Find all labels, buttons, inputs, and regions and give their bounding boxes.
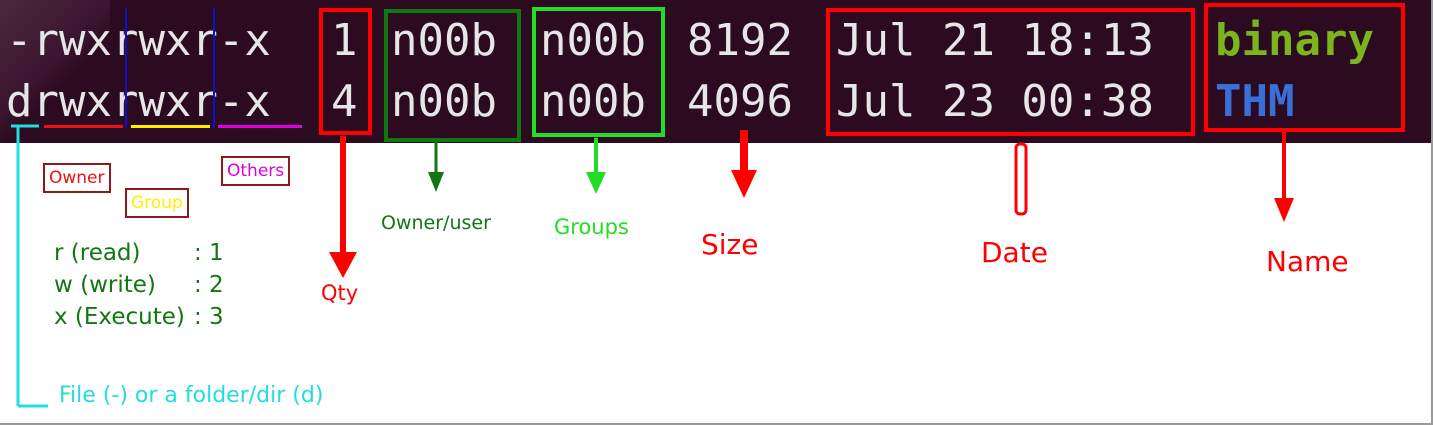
- date-marker: [1014, 142, 1028, 216]
- group-highlight-box: [532, 7, 665, 137]
- name-highlight-box: [1204, 3, 1405, 132]
- date-row-1: Jul 21 18:13: [836, 15, 1154, 66]
- owner-row-1: n00b: [391, 15, 497, 66]
- name-label: Name: [1266, 245, 1349, 278]
- size-arrow: [731, 130, 757, 198]
- date-row-2: Jul 23 00:38: [836, 76, 1154, 127]
- perm-divider-group-others: [213, 8, 215, 128]
- name-row-2: THM: [1215, 76, 1295, 127]
- legend-key-write: w (write): [54, 272, 156, 298]
- owner-perm-underline: [44, 125, 123, 128]
- perm-divider-owner-group: [125, 8, 127, 128]
- legend-key-read: r (read): [54, 240, 141, 266]
- legend-value-write: : 2: [194, 272, 224, 298]
- owner-arrow: [428, 142, 444, 192]
- groups-label: Groups: [554, 215, 629, 239]
- terminal-shading: [0, 0, 110, 143]
- legend-value-read: : 1: [194, 240, 224, 266]
- qty-label: Qty: [321, 281, 359, 305]
- permissions-row-1: -rwxrwxr-x: [6, 15, 271, 66]
- owner-user-label: Owner/user: [381, 212, 491, 234]
- group-perm-underline: [131, 125, 210, 128]
- owner-perm-label: Owner: [43, 163, 111, 193]
- legend-row-read: r (read) : 1: [54, 237, 224, 269]
- group-row-1: n00b: [540, 15, 646, 66]
- qty-row-1: 1: [331, 15, 358, 66]
- size-label: Size: [701, 228, 759, 261]
- group-arrow: [586, 138, 606, 194]
- date-label: Date: [981, 236, 1048, 269]
- qty-arrow: [329, 136, 357, 278]
- legend-value-execute: : 3: [194, 304, 224, 330]
- permission-values-legend: r (read) : 1 w (write) : 2 x (Execute) :…: [54, 237, 224, 333]
- date-highlight-box: [826, 8, 1195, 136]
- owner-row-2: n00b: [391, 76, 497, 127]
- legend-key-execute: x (Execute): [54, 304, 185, 330]
- file-type-bracket: [11, 124, 48, 408]
- permissions-row-2: drwxrwxr-x: [6, 76, 271, 127]
- legend-row-write: w (write) : 2: [54, 269, 224, 301]
- name-row-1: binary: [1215, 15, 1374, 66]
- group-perm-label: Group: [125, 188, 189, 218]
- group-row-2: n00b: [540, 76, 646, 127]
- others-perm-label: Others: [221, 156, 291, 186]
- others-perm-underline: [218, 125, 302, 128]
- size-row-2: 4096: [687, 76, 793, 127]
- size-row-1: 8192: [687, 15, 793, 66]
- name-arrow: [1274, 132, 1294, 222]
- owner-highlight-box: [384, 9, 521, 142]
- qty-row-2: 4: [331, 76, 358, 127]
- file-type-label: File (-) or a folder/dir (d): [59, 383, 324, 408]
- qty-highlight-box: [319, 8, 372, 135]
- legend-row-execute: x (Execute) : 3: [54, 301, 224, 333]
